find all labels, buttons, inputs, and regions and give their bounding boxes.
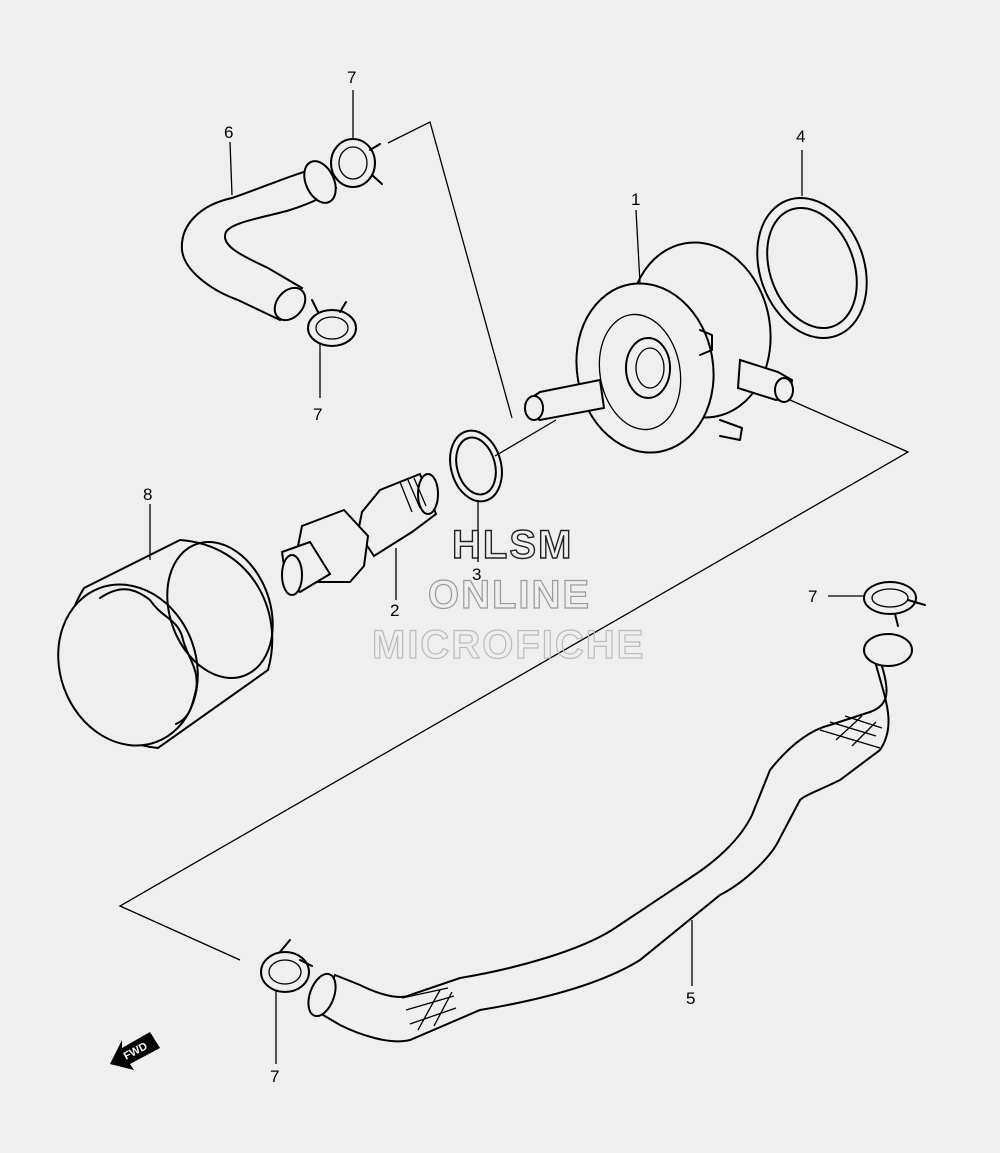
fwd-arrow-icon: FWD: [110, 1032, 160, 1070]
lower-hose[interactable]: [303, 633, 913, 1043]
callout-7-right: 7: [808, 587, 817, 606]
oil-cooler[interactable]: [524, 231, 794, 463]
leader-6: [229, 141, 233, 196]
callout-3: 3: [472, 565, 481, 584]
callout-6: 6: [224, 123, 233, 142]
callout-8: 8: [143, 485, 152, 504]
callout-7-bottom: 7: [270, 1067, 279, 1086]
watermark-line3: MICROFICHE: [372, 623, 645, 667]
upper-hose[interactable]: [180, 156, 342, 326]
callout-7-top: 7: [347, 68, 356, 87]
callout-1: 1: [631, 190, 640, 209]
callout-4: 4: [796, 127, 805, 146]
hose-clamp-mid[interactable]: [307, 299, 357, 347]
assembly-line-bolt: [494, 419, 557, 457]
hose-clamp-bottom[interactable]: [260, 939, 313, 993]
callout-2: 2: [390, 601, 399, 620]
callout-5: 5: [686, 989, 695, 1008]
small-o-ring[interactable]: [443, 425, 510, 507]
hose-clamp-right[interactable]: [863, 581, 926, 627]
hose-clamp-top[interactable]: [330, 138, 383, 188]
oil-filter[interactable]: [36, 527, 291, 765]
callout-7-mid: 7: [313, 405, 322, 424]
watermark-line2: ONLINE: [428, 573, 591, 617]
union-bolt[interactable]: [280, 472, 439, 596]
leader-1: [635, 209, 641, 284]
assembly-line-lower: [118, 399, 910, 961]
watermark-line1: HLSM: [452, 523, 573, 567]
assembly-line-upper: [387, 121, 513, 419]
large-o-ring[interactable]: [739, 183, 886, 354]
